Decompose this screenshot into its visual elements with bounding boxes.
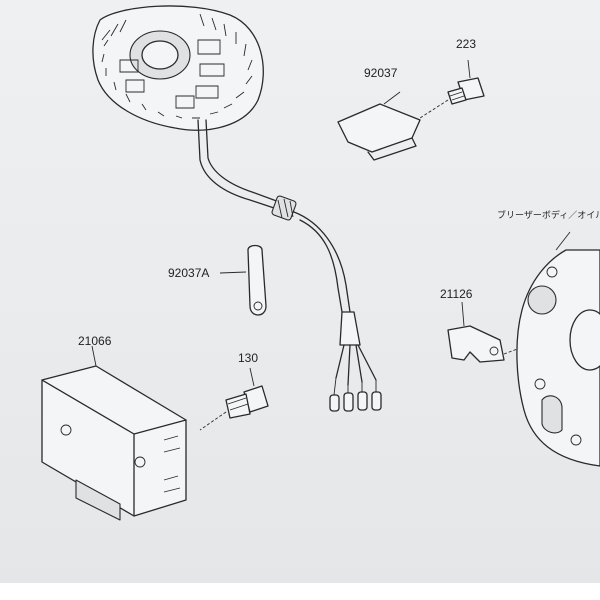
- breather-cover-drawing: [516, 231, 600, 467]
- label-130: 130: [238, 351, 258, 365]
- label-223: 223: [456, 37, 476, 51]
- regulator-drawing: [41, 345, 187, 521]
- label-92037: 92037: [364, 66, 398, 80]
- guide-plate-drawing: [337, 91, 421, 161]
- clamp-drawing: [219, 244, 267, 316]
- bottom-margin: [0, 583, 600, 600]
- label-breather-body: ブリーザーボディ／オイル: [497, 209, 600, 221]
- bracket-drawing: [447, 301, 521, 363]
- wire-harness-drawing: [271, 195, 382, 412]
- stator-coil-drawing: [92, 5, 283, 211]
- label-21066: 21066: [78, 334, 112, 348]
- regulator-bolt-drawing: [199, 367, 269, 431]
- label-92037a: 92037A: [168, 266, 209, 280]
- small-bolt-drawing: [419, 59, 485, 119]
- label-21126: 21126: [440, 287, 473, 301]
